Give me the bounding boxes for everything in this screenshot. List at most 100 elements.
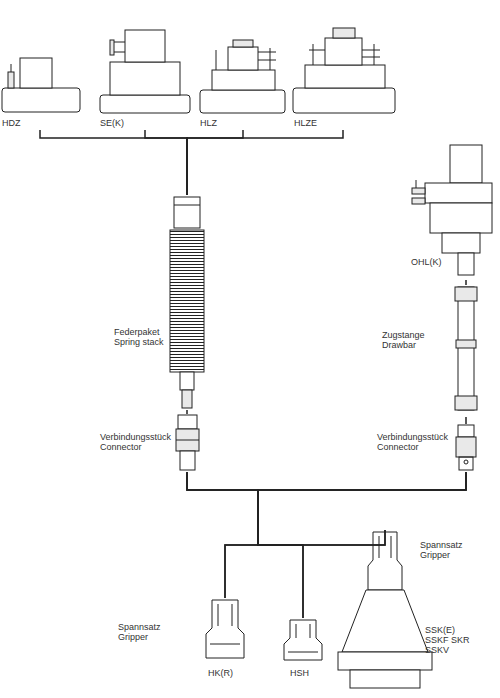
connector-groove	[176, 440, 199, 441]
connector-line	[225, 472, 466, 598]
component-label: Spannsatz Gripper	[420, 540, 490, 560]
unit-base	[2, 88, 80, 112]
component-label: HLZE	[294, 118, 354, 128]
unit-fitting	[412, 198, 425, 204]
connector-line	[465, 280, 467, 285]
stack-collar	[174, 197, 200, 228]
unit-cap	[233, 40, 253, 47]
component-label: Zugstange Drawbar	[382, 330, 440, 350]
gripper-tool-holder	[338, 532, 432, 688]
connector-part	[459, 457, 473, 470]
component-box: Federpaket Spring stack	[100, 195, 210, 410]
unit-fitting	[362, 50, 380, 51]
unit-fitting	[110, 40, 114, 55]
component-label: HSH	[290, 668, 330, 678]
unit-base	[200, 90, 285, 113]
unit-cylinder	[450, 145, 482, 183]
component-label: OHL(K)	[411, 257, 451, 267]
unit-fitting	[258, 52, 276, 53]
unit-fitting	[8, 72, 14, 88]
drawbar-collar	[455, 287, 477, 301]
unit-cap	[333, 28, 355, 38]
connector-line	[258, 472, 466, 545]
gripper-hsh	[284, 620, 322, 660]
unit-body	[212, 70, 275, 90]
unit-pin	[11, 64, 12, 72]
unit-frame	[374, 44, 375, 65]
component-box: SE(K)	[98, 25, 193, 130]
component-label: Verbindungsstück Connector	[100, 432, 178, 452]
part-label: Spannsatz Gripper	[118, 622, 180, 642]
connector-line	[187, 472, 258, 598]
gripper-detail	[210, 604, 240, 644]
component-box: HLZE	[292, 30, 397, 130]
unit-body	[110, 62, 180, 95]
connector-left	[176, 415, 199, 470]
component-box: Spannsatz GripperSSK(E) SSKF SKR SSKV	[335, 530, 500, 695]
unit-cylinder	[325, 38, 362, 65]
connector-part	[180, 451, 195, 470]
component-label: SE(K)	[100, 118, 160, 128]
unit-lower	[442, 233, 480, 253]
stack-end	[182, 390, 192, 408]
hlz-unit	[200, 40, 285, 113]
component-box: HDZ	[0, 50, 88, 130]
holder-flange	[338, 652, 432, 670]
gripper-hkr	[206, 600, 244, 658]
unit-cylinder	[228, 47, 258, 70]
taper-cone	[342, 590, 428, 652]
component-label: HDZ	[2, 118, 62, 128]
component-label: HLZ	[200, 118, 260, 128]
connector-right	[456, 425, 476, 470]
connector-part	[458, 425, 474, 437]
unit-frame	[216, 50, 217, 70]
unit-fitting	[309, 50, 325, 51]
unit-fitting	[412, 188, 425, 194]
connector-part	[456, 437, 476, 457]
unit-fitting	[362, 57, 380, 58]
unit-base	[100, 95, 190, 113]
connector-line	[186, 410, 188, 414]
component-box: HLZ	[198, 38, 288, 130]
spring-stack	[170, 197, 204, 408]
sek-unit	[100, 30, 190, 113]
drawbar-collar	[456, 340, 476, 348]
connector-line	[145, 130, 187, 195]
component-box: Zugstange Drawbar	[372, 285, 492, 417]
connector-line	[465, 417, 467, 424]
drawbar	[455, 287, 477, 410]
component-box: OHL(K)	[405, 145, 500, 280]
component-box: Verbindungsstück Connector	[372, 424, 492, 472]
unit-body	[430, 203, 492, 233]
gripper-detail	[288, 624, 318, 652]
connector-line	[187, 130, 243, 195]
stack-rod	[180, 372, 194, 390]
gripper-body	[206, 600, 244, 658]
connector-part	[178, 415, 197, 429]
stack-collar	[174, 205, 200, 206]
hlze-unit	[293, 28, 395, 113]
hdz-unit	[2, 58, 80, 112]
ohlk-unit	[412, 145, 492, 275]
holder-base	[350, 670, 420, 688]
component-label: HK(R)	[208, 668, 248, 678]
model-list: SSK(E) SSKF SKR SSKV	[425, 625, 470, 655]
component-box: HSH	[278, 618, 328, 683]
unit-fitting	[258, 60, 276, 61]
unit-nozzle	[458, 253, 474, 275]
component-label: Federpaket Spring stack	[114, 327, 172, 347]
component-box: HK(R)	[200, 598, 250, 683]
unit-fitting	[416, 180, 417, 188]
stack-coils	[170, 230, 204, 372]
connector-line	[187, 472, 385, 545]
connector-line	[187, 130, 343, 195]
component-label: Verbindungsstück Connector	[377, 432, 455, 452]
unit-cylinder	[20, 58, 52, 88]
connector-part	[176, 429, 199, 451]
unit-cylinder	[125, 30, 165, 62]
component-box: Verbindungsstück Connector	[95, 414, 210, 472]
gripper-body	[284, 620, 322, 660]
